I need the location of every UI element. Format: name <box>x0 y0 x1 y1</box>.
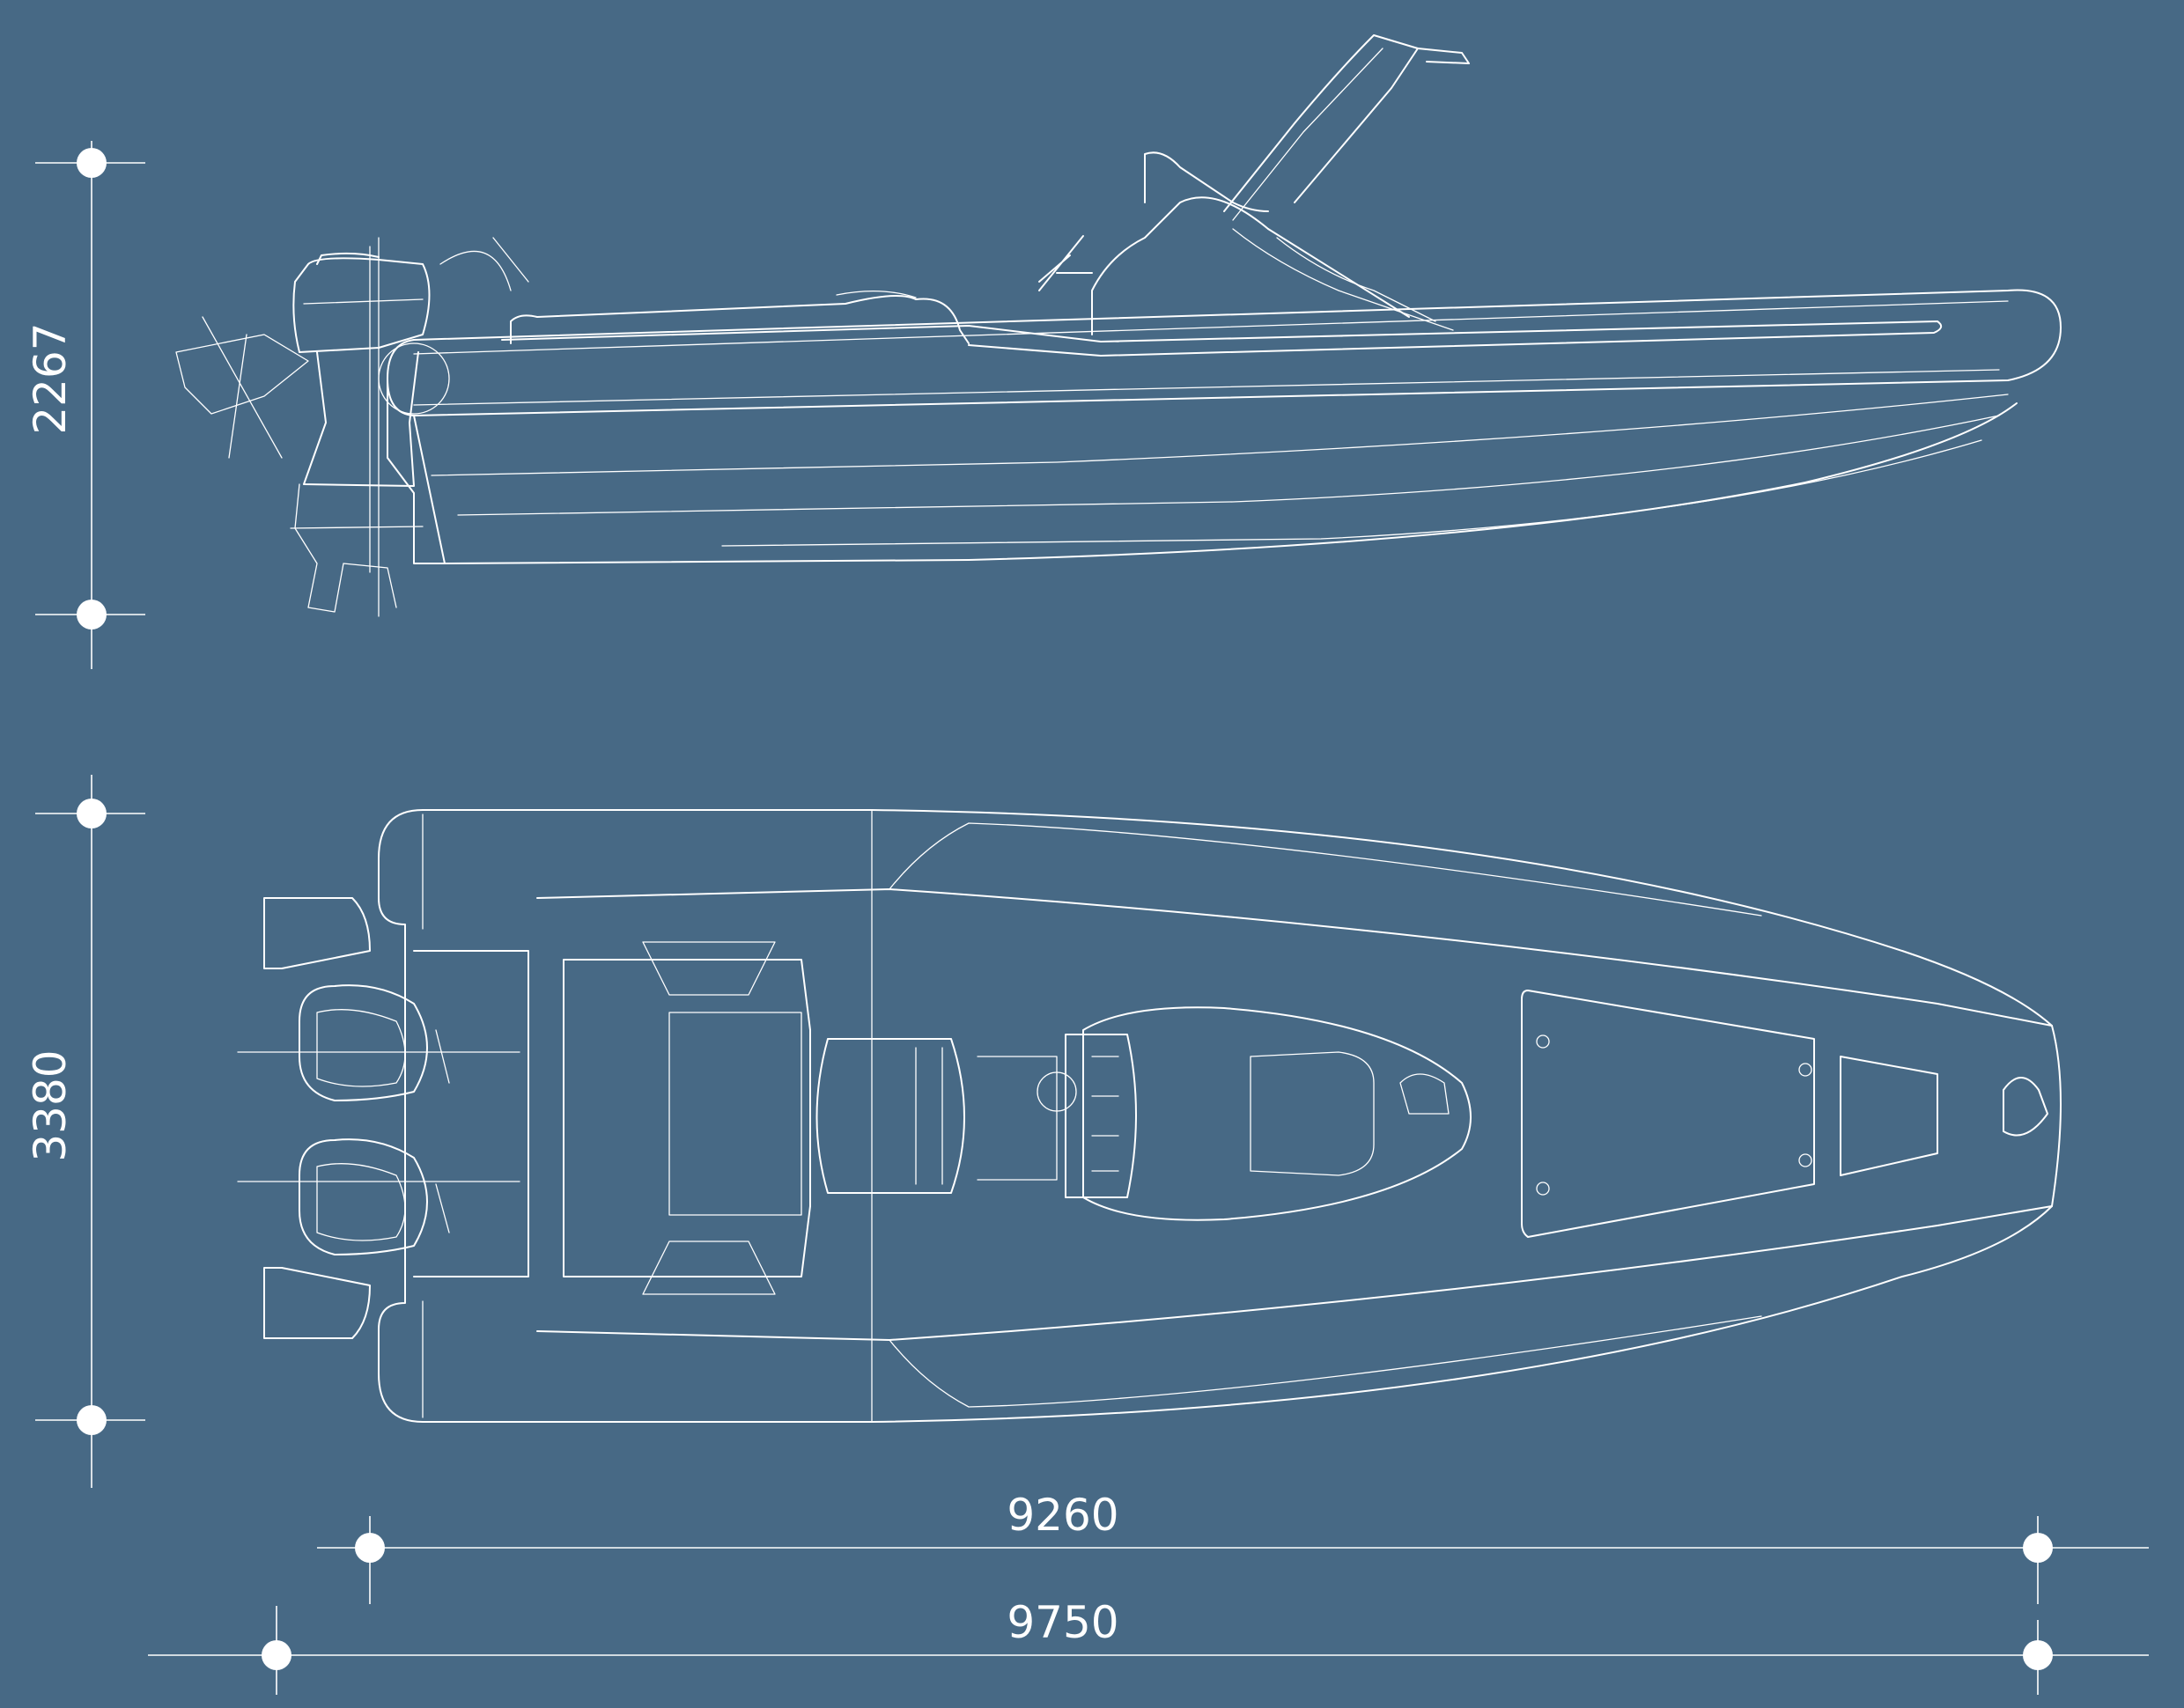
boat-side-view <box>175 34 2062 617</box>
overall-length-dimension: 9750 <box>148 1597 2149 1695</box>
side-height-label: 2267 <box>25 322 76 434</box>
dimension-marker <box>77 148 107 178</box>
dimension-marker <box>2023 1533 2053 1563</box>
swim-platform <box>263 897 371 969</box>
boat-top-view <box>237 809 2062 1423</box>
tube-top-outline <box>378 809 2062 1423</box>
swim-platform <box>263 1267 371 1339</box>
forward-hatch <box>1521 990 1815 1238</box>
beam-label: 3380 <box>25 1049 76 1161</box>
beam-dimension: 3380 <box>25 775 145 1488</box>
twin-outboards <box>237 984 520 1255</box>
outboard-engine <box>175 237 529 617</box>
hull-length-dimension: 9260 <box>317 1490 2149 1604</box>
dimension-marker <box>2023 1640 2053 1670</box>
dimension-marker <box>262 1640 291 1670</box>
hull-length-label: 9260 <box>1007 1490 1118 1541</box>
dimension-marker <box>77 1405 107 1435</box>
hull-outline <box>413 402 2018 564</box>
height-dimension: 2267 <box>25 141 145 669</box>
dimension-marker <box>77 600 107 629</box>
aft-seat <box>510 295 970 344</box>
center-console <box>1038 34 1470 335</box>
tube-outline <box>387 289 2062 416</box>
overall-length-label: 9750 <box>1007 1597 1118 1648</box>
helm-console <box>1065 1034 1137 1198</box>
dimension-marker <box>77 799 107 828</box>
dimension-marker <box>355 1533 385 1563</box>
